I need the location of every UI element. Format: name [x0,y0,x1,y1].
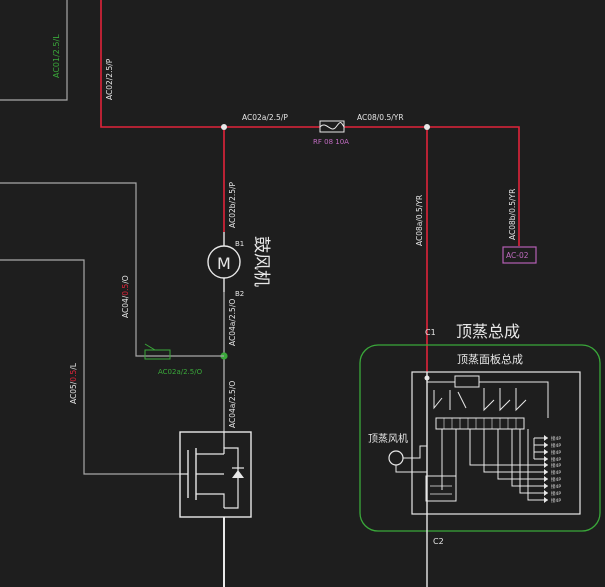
green-connector-label: AC02a/2.5/O [158,368,203,376]
motor-symbol: M [217,254,231,273]
svg-text:接4P: 接4P [551,476,561,483]
red-power-wires [100,0,520,372]
svg-text:接4P: 接4P [551,483,561,490]
wire-label-right-feed: AC08a/0.5/YR [415,195,424,246]
svg-text:接4P: 接4P [551,462,561,469]
svg-text:接4P: 接4P [551,497,561,504]
panel-title: 顶蒸面板总成 [457,352,523,366]
svg-text:接4P: 接4P [551,449,561,456]
blower-return-wire [220,292,228,432]
junction-right [424,124,430,130]
wire-label-fuse-right: AC08/0.5/YR [357,113,404,122]
motor-pin-b1: B1 [235,240,244,248]
motor-pin-b2: B2 [235,290,244,298]
svg-text:接4P: 接4P [551,442,561,449]
wire-label-blower-feed: AC02b/2.5/P [228,181,237,228]
fuse-label: RF 08 10A [313,138,349,146]
top-fan-label: 顶蒸风机 [368,432,408,445]
top-fan-motor [388,445,427,473]
wire-label-gray-1: AC04/0.5/O [121,275,130,318]
junction-left [221,124,227,130]
svg-text:接4P: 接4P [551,456,561,463]
blower-name: 鼓风机 [251,236,271,287]
wire-label-right-far: AC08b/0.5/YR [508,189,517,240]
assembly-outline [359,344,601,532]
svg-text:接4P: 接4P [551,435,561,442]
mosfet-module [179,431,252,587]
wire-label-gray-2: AC05/0.5/L [69,362,78,404]
assembly-title: 顶蒸总成 [456,322,520,341]
wire-label-blower-return: AC04a/2.5/O [228,299,237,346]
wire-label-mosfet: AC04a/2.5/O [228,381,237,428]
green-connector [144,343,171,360]
pin-c1: C1 [425,328,436,337]
blower-motor [207,232,241,292]
top-left-green-label: AC01/2.5/L [52,34,61,78]
svg-text:接4P: 接4P [551,469,561,476]
pin-c2: C2 [433,537,444,546]
fuse-symbol [319,120,345,133]
gray-wires [0,182,224,475]
connector-ac02: AC-02 [506,251,529,260]
connector-ac02-box [502,246,537,264]
wire-label-top-horizontal: AC02a/2.5/P [242,113,288,122]
svg-text:接4P: 接4P [551,490,561,497]
wire-label-top-vertical: AC02/2.5/P [105,58,114,100]
top-left-module: AC01/2.5/L [0,0,68,101]
